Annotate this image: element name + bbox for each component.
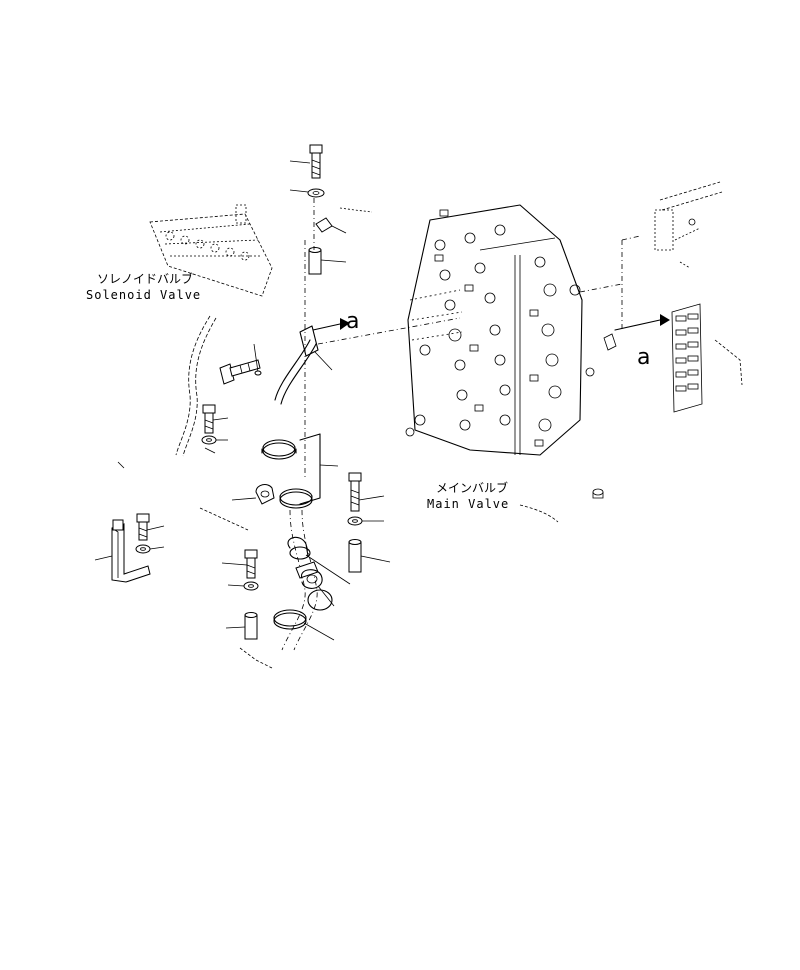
clamp-lower-2 — [301, 569, 323, 589]
bolt-left-1 — [202, 404, 216, 434]
solenoid-valve-label-en: Solenoid Valve — [86, 288, 201, 302]
clamp-2 — [279, 488, 313, 509]
solenoid-valve-label-jp: ソレノイドバルブ — [97, 271, 193, 286]
washer-right-1 — [347, 516, 363, 526]
bolt-top — [309, 144, 323, 179]
upper-bracket — [274, 325, 319, 405]
view-a-label-upper: a — [346, 309, 359, 334]
view-arrow-right — [614, 314, 670, 331]
right-fittings — [654, 181, 723, 269]
clamp-lower-3 — [307, 589, 333, 611]
clamp-lower-4 — [273, 609, 307, 630]
clamp-lower-1 — [287, 536, 311, 560]
washer-top — [307, 188, 325, 198]
collar-top — [308, 247, 322, 275]
connector-block-right — [671, 303, 743, 413]
collar-left — [244, 612, 258, 640]
bolt-left-2 — [244, 549, 258, 579]
mounting-bracket — [111, 519, 151, 583]
bolt-left-angled — [219, 359, 261, 385]
collar-right — [348, 539, 362, 573]
view-arrow-upper — [312, 318, 350, 331]
washer-bracket — [135, 544, 151, 554]
view-a-label-right: a — [637, 345, 650, 370]
fitting-small — [592, 488, 604, 499]
main-valve-label-jp: メインバルブ — [436, 480, 508, 495]
bolt-bracket — [136, 513, 150, 541]
bolt-right-1 — [348, 472, 362, 512]
clamp-1 — [261, 439, 297, 460]
solenoid-valve-assembly — [149, 204, 273, 297]
washer-left-1 — [201, 435, 217, 445]
main-valve-label-en: Main Valve — [427, 497, 509, 511]
fitting-right-small — [603, 333, 617, 351]
washer-left-2 — [243, 581, 259, 591]
main-valve-assembly — [405, 204, 595, 456]
clip-mid — [255, 484, 275, 505]
clip-top — [315, 217, 347, 234]
